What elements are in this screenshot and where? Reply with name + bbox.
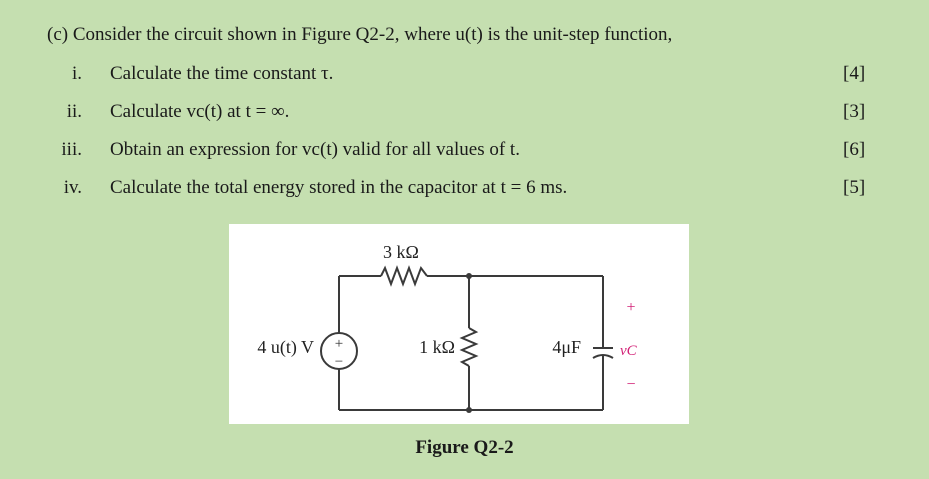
question-text: Calculate the total energy stored in the… [110,177,568,198]
question-number: iv. [63,177,82,198]
question-text: Calculate vс(t) at t = ∞. [110,101,290,122]
junction-dot [466,273,472,279]
circuit-figure: + − 3 kΩ 1 kΩ 4μF 4 u(t) V + vC − [229,224,689,424]
junction-dot [466,407,472,413]
question-marks: [4] [843,63,866,84]
resistor-symbol [380,265,428,287]
voltage-source-symbol [320,332,358,370]
vc-minus-sign: − [626,376,635,393]
question-marks: [5] [843,177,866,198]
question-text: Obtain an expression for vс(t) valid for… [110,139,520,160]
source-label: 4 u(t) V [257,337,314,358]
vc-label: vC [620,343,638,359]
question-text: Calculate the time constant τ. [110,63,334,84]
question-item: iv. Calculate the total energy stored in… [0,177,929,203]
question-number: i. [71,63,82,84]
question-item: i. Calculate the time constant τ. [4] [0,63,929,89]
capacitor-label: 4μF [552,337,581,357]
question-marks: [6] [843,139,866,160]
question-item: iii. Obtain an expression for vс(t) vali… [0,139,929,165]
question-number: ii. [66,101,82,122]
vc-plus-sign: + [626,299,635,316]
figure-caption: Figure Q2-2 [415,437,514,458]
source-plus-sign: + [335,336,343,352]
question-number: iii. [61,139,82,160]
circuit-diagram: + − 3 kΩ 1 kΩ 4μF 4 u(t) V + vC − [257,242,638,413]
resistor-symbol [459,327,479,367]
source-minus-sign: − [335,354,343,370]
question-marks: [3] [843,101,866,122]
question-item: ii. Calculate vс(t) at t = ∞. [3] [0,101,929,127]
resistor-label: 3 kΩ [383,242,419,262]
resistor-label: 1 kΩ [419,337,455,357]
question-intro: (c) Consider the circuit shown in Figure… [47,24,673,45]
